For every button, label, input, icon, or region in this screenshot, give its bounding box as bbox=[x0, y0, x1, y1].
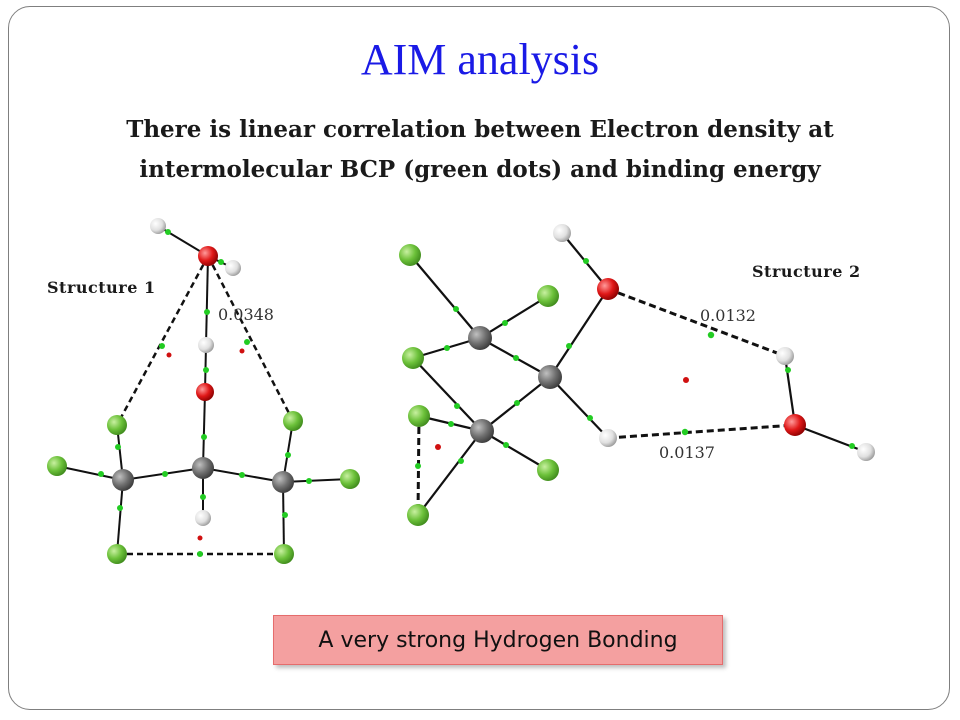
structure1-label: Structure 1 bbox=[47, 278, 156, 297]
atom-f bbox=[537, 459, 559, 481]
atom-h bbox=[198, 337, 214, 353]
atom-h bbox=[857, 443, 875, 461]
atom-o bbox=[196, 383, 214, 401]
atom-f bbox=[407, 504, 429, 526]
atom-f bbox=[408, 405, 430, 427]
structure1-bcps bbox=[98, 229, 312, 557]
atom-c bbox=[538, 365, 562, 389]
slide-subtitle: There is linear correlation between Elec… bbox=[126, 116, 834, 183]
atom-h bbox=[150, 218, 166, 234]
atom-f bbox=[399, 244, 421, 266]
slide-frame bbox=[8, 6, 950, 710]
atom-c bbox=[470, 419, 494, 443]
structure2-diagram bbox=[399, 224, 875, 526]
structure1-diagram bbox=[47, 218, 360, 564]
structure1-bcp-value: 0.0348 bbox=[218, 305, 274, 324]
atom-f bbox=[402, 347, 424, 369]
atom-c bbox=[468, 326, 492, 350]
atom-f bbox=[47, 456, 67, 476]
callout-box: A very strong Hydrogen Bonding bbox=[273, 615, 723, 665]
structure1-atoms bbox=[47, 218, 360, 564]
atom-h bbox=[553, 224, 571, 242]
atom-c bbox=[272, 471, 294, 493]
atom-f bbox=[107, 415, 127, 435]
atom-f bbox=[274, 544, 294, 564]
atom-f bbox=[340, 469, 360, 489]
atom-h bbox=[776, 347, 794, 365]
atom-o bbox=[597, 278, 619, 300]
atom-f bbox=[537, 285, 559, 307]
atom-c bbox=[112, 469, 134, 491]
slide-title: AIM analysis bbox=[360, 35, 600, 84]
structure2-bcp-value-b: 0.0137 bbox=[659, 443, 715, 462]
structure2-bcp-value-a: 0.0132 bbox=[700, 306, 756, 325]
atom-o bbox=[198, 246, 218, 266]
structure2-atoms bbox=[399, 224, 875, 526]
structure2-ring-cps bbox=[435, 377, 689, 450]
structure2-bonds bbox=[409, 232, 867, 516]
atom-h bbox=[599, 429, 617, 447]
structure1-ring-cps bbox=[166, 348, 245, 541]
atom-f bbox=[283, 411, 303, 431]
atom-o bbox=[784, 414, 806, 436]
atom-f bbox=[107, 544, 127, 564]
atom-h bbox=[225, 260, 241, 276]
structure2-bcps bbox=[415, 258, 855, 469]
atom-h bbox=[195, 510, 211, 526]
atom-c bbox=[192, 457, 214, 479]
structure2-label: Structure 2 bbox=[752, 262, 861, 281]
